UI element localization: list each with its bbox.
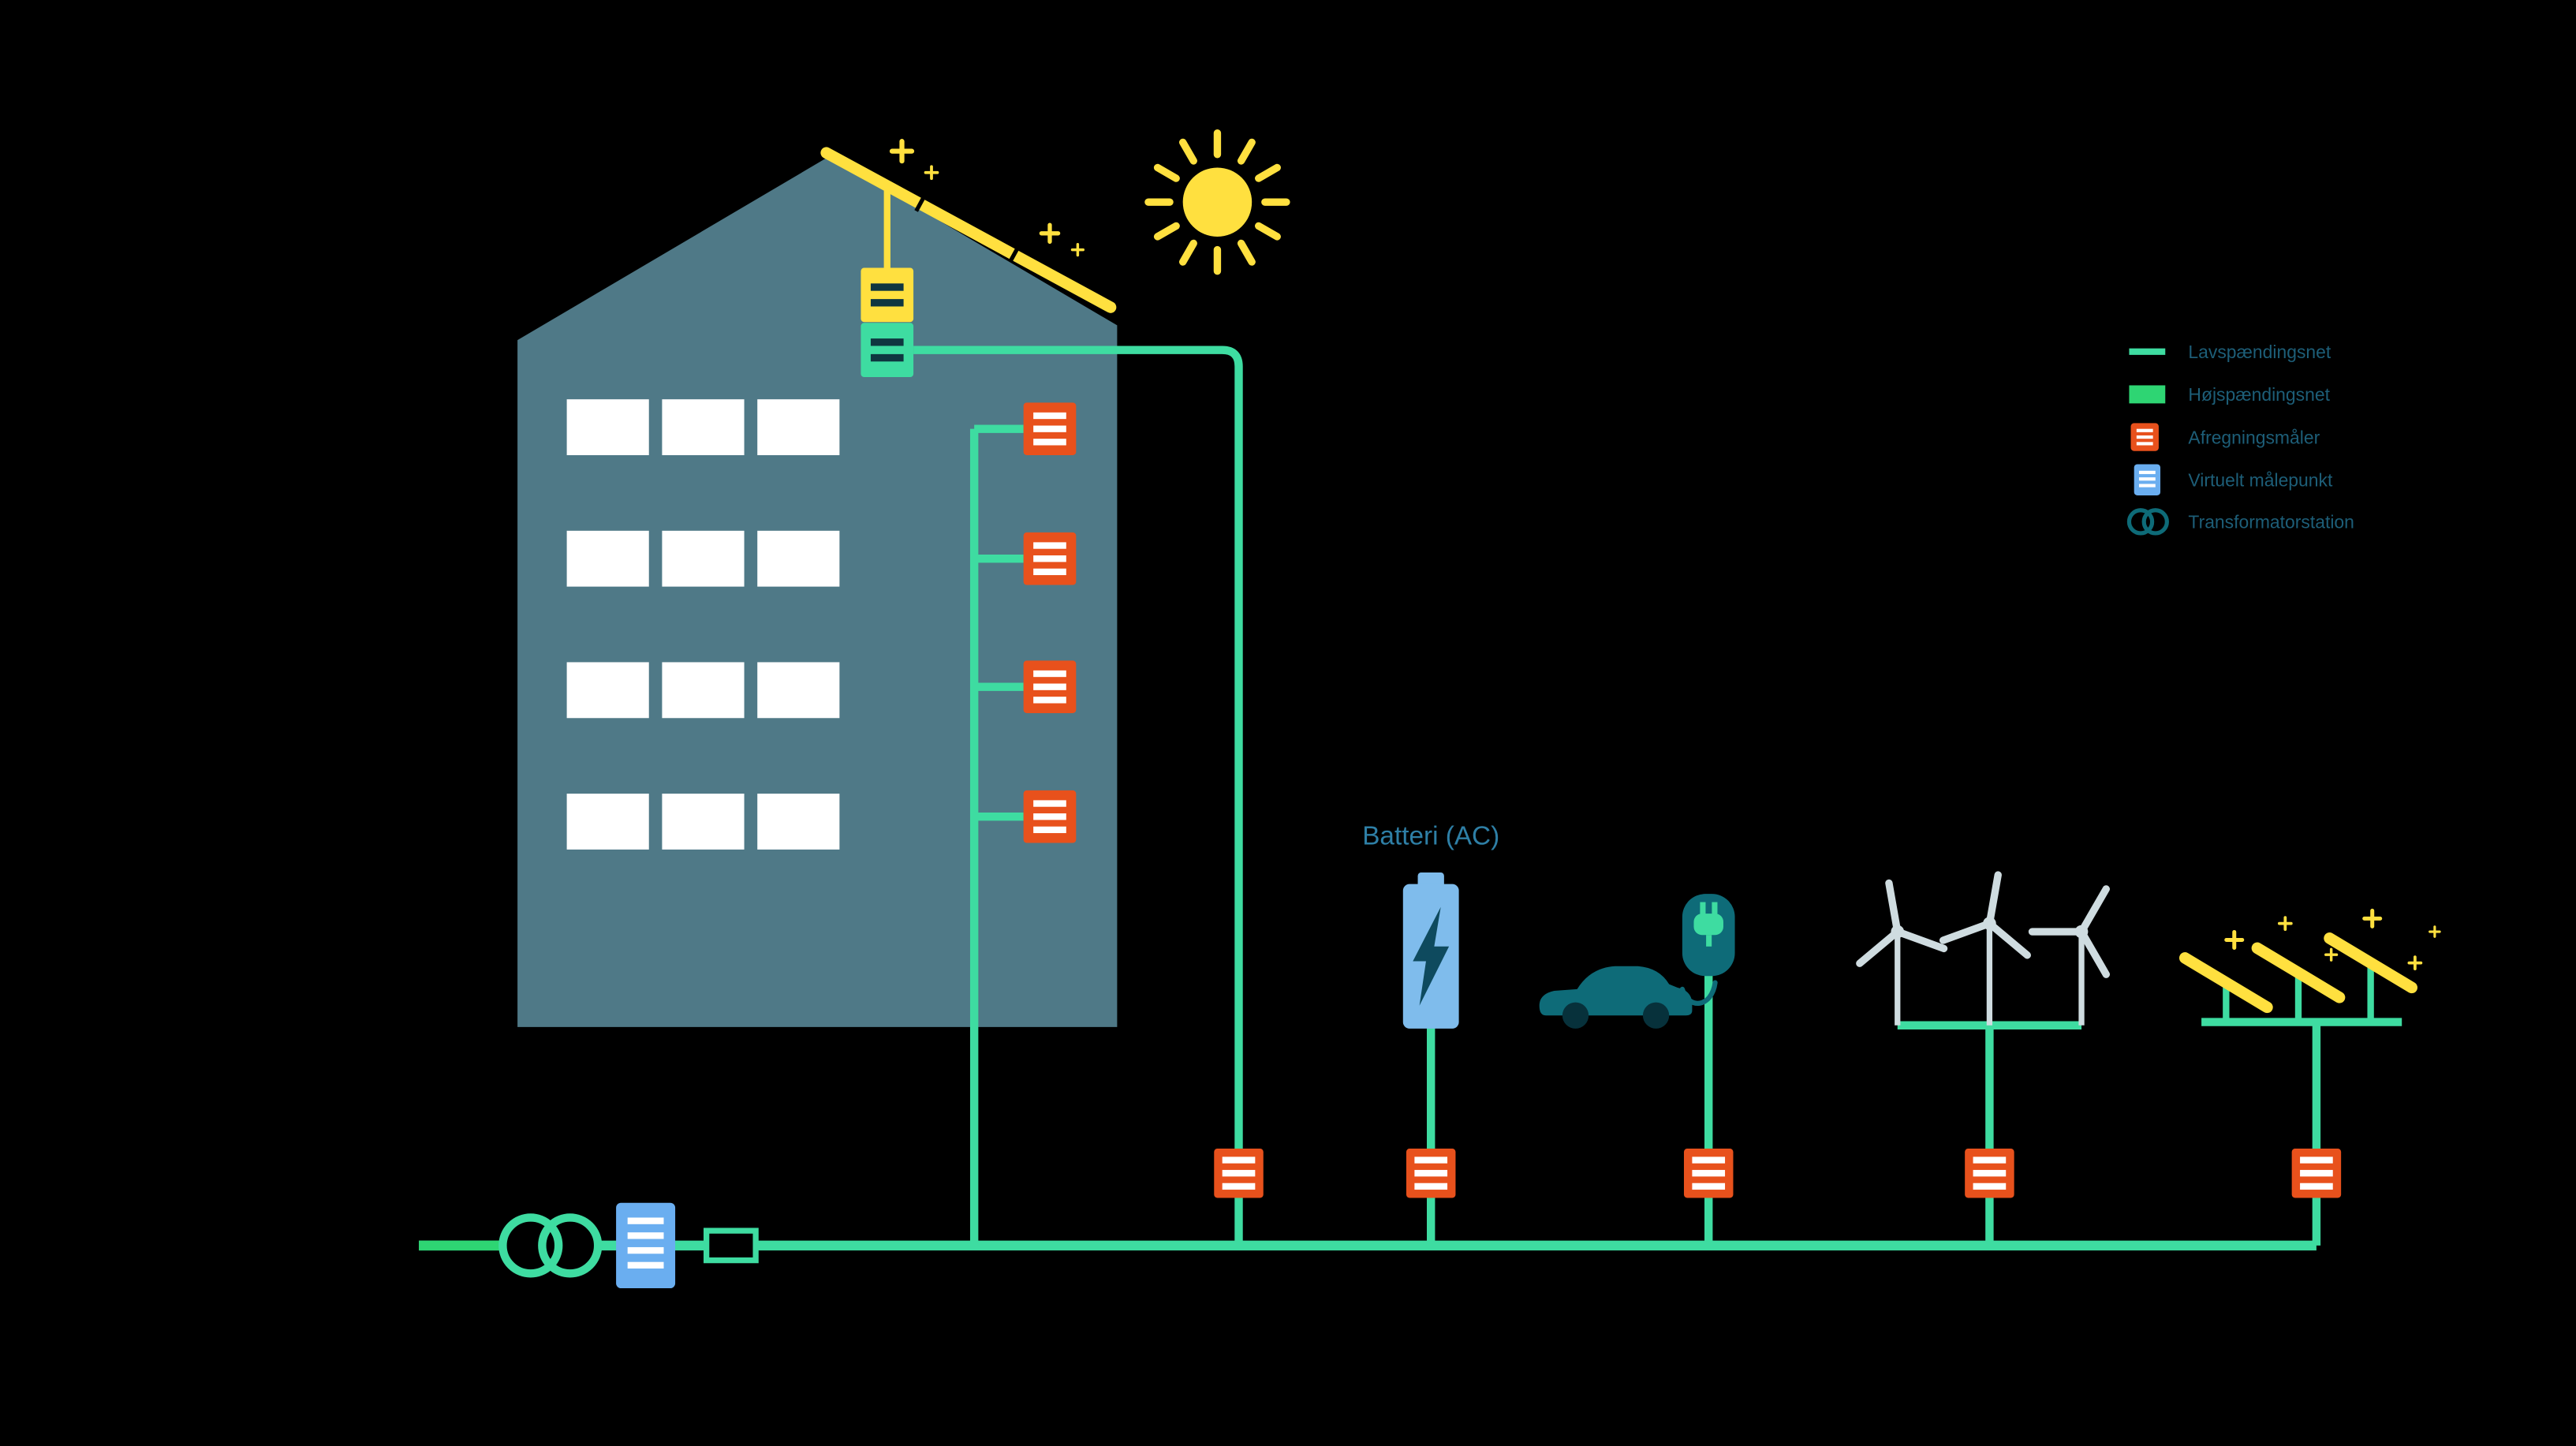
legend-item-high-voltage: Højspændingsnet	[2129, 384, 2331, 405]
car-wheel	[1562, 1002, 1589, 1029]
battery-label: Batteri (AC)	[1362, 822, 1499, 851]
legend-label: Højspændingsnet	[2188, 384, 2330, 405]
rooftop-solar	[820, 141, 1117, 378]
ev-charging	[1539, 894, 1735, 1029]
settlement-meter-battery	[1406, 1148, 1456, 1198]
apartment-meter	[1023, 532, 1077, 585]
apartment-meter	[1023, 660, 1077, 714]
charging-station	[1682, 894, 1735, 977]
panel-segment-tick	[914, 195, 1020, 263]
virtual-metering-point	[616, 1202, 676, 1289]
legend-item-transformer: Transformatorstation	[2126, 508, 2354, 536]
window	[566, 794, 649, 850]
apartment-building	[517, 155, 1118, 1027]
settlement-meter-wind	[1965, 1148, 2014, 1198]
sparkle-icon	[1070, 243, 1085, 257]
electric-car	[1539, 966, 1693, 1029]
apartment-meter	[1023, 402, 1077, 455]
window	[566, 530, 649, 587]
settlement-meter-rooftop	[1214, 1148, 1264, 1198]
rooftop-solar-panel-icon	[820, 147, 1117, 313]
solar-panel-icon	[2251, 942, 2346, 1003]
turbine-poles	[1895, 923, 2085, 1026]
settlement-meter-solar	[2291, 1148, 2342, 1198]
wind-turbines	[1847, 868, 2144, 1026]
window	[662, 399, 745, 455]
legend: Lavspændingsnet Højspændingsnet Afregnin…	[2126, 342, 2354, 536]
solar-farm-wire	[2201, 1018, 2402, 1246]
legend-label: Afregningsmåler	[2188, 427, 2320, 447]
window	[566, 662, 649, 719]
transformer-station	[498, 1213, 603, 1278]
legend-item-virtual-meter: Virtuelt målepunkt	[2134, 464, 2333, 496]
battery: Batteri (AC)	[1362, 822, 1499, 1029]
sun-icon	[1144, 129, 1290, 275]
lightning-bolt-icon	[1413, 906, 1450, 1006]
window	[566, 399, 649, 455]
legend-item-settlement-meter: Afregningsmåler	[2130, 423, 2320, 451]
legend-label: Transformatorstation	[2188, 512, 2354, 532]
high-voltage-swatch-icon	[2129, 385, 2166, 404]
settlement-meter-icon	[2130, 423, 2159, 451]
rooftop-production-wire	[913, 346, 1243, 1246]
sparkle-icon	[2277, 916, 2293, 931]
battery-terminal	[1417, 872, 1444, 887]
pv-production-meter	[861, 267, 914, 323]
plug-icon	[1693, 902, 1723, 947]
legend-label: Lavspændingsnet	[2188, 342, 2331, 362]
settlement-meter-ev	[1683, 1148, 1734, 1198]
solar-panel-icon	[2178, 952, 2273, 1014]
window	[757, 794, 840, 850]
transformer-icon	[2126, 508, 2169, 536]
solar-panel-icon	[2324, 932, 2417, 994]
sparkle-icon	[2407, 955, 2423, 970]
solar-array	[2178, 910, 2441, 1014]
window	[662, 662, 745, 719]
fuse-icon	[704, 1227, 759, 1264]
building-riser-wire	[969, 424, 1024, 1246]
apartment-meter	[1023, 790, 1077, 843]
legend-item-low-voltage: Lavspændingsnet	[2129, 342, 2331, 362]
sparkle-icon	[892, 141, 912, 161]
sparkle-icon	[2324, 947, 2339, 962]
wind-turbine-icon	[2033, 868, 2144, 974]
legend-label: Virtuelt målepunkt	[2188, 470, 2333, 491]
bus-settlement-meters	[1214, 1148, 2342, 1198]
sparkle-icon	[2365, 910, 2380, 926]
window	[662, 530, 745, 587]
sparkle-icon	[1041, 225, 1058, 241]
building-windows	[566, 399, 840, 850]
window	[757, 399, 840, 455]
grid-export-meter	[861, 323, 914, 378]
car-wheel	[1642, 1002, 1670, 1029]
car-body	[1539, 966, 1693, 1016]
window	[757, 662, 840, 719]
building-body	[517, 155, 1118, 1027]
window	[757, 530, 840, 587]
sparkle-icon	[2227, 932, 2242, 947]
sparkle-icon	[924, 165, 939, 181]
wind-farm-wire	[1897, 1021, 2082, 1246]
virtual-meter-icon	[2134, 464, 2161, 496]
window	[662, 794, 745, 850]
sparkle-icon	[2429, 925, 2441, 938]
